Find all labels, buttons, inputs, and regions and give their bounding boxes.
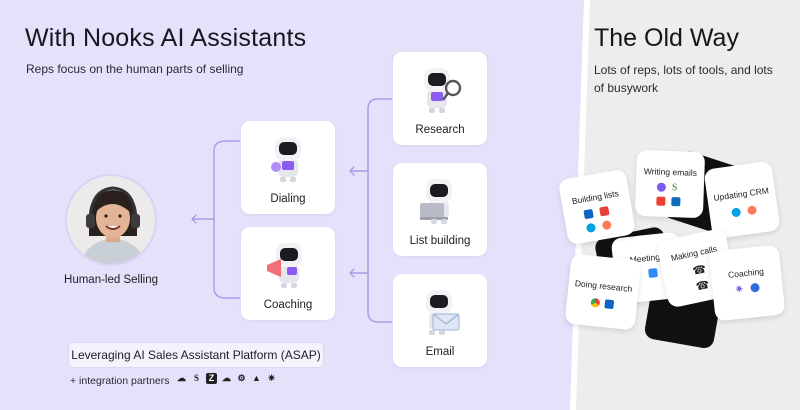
starburst-icon: ✷: [267, 373, 276, 383]
dialing-label: Dialing: [270, 193, 306, 205]
partner-icon-row: ☁ S Z ☁ ⚙ ▲ ✷: [176, 373, 277, 384]
coaching-card[interactable]: Coaching: [241, 227, 335, 320]
person-with-headset-icon: [67, 176, 155, 264]
globe-icon: [750, 282, 760, 293]
sales-rep-avatar: [65, 174, 157, 266]
coaching-tile-label: Coaching: [727, 266, 765, 280]
list-building-label: List building: [409, 235, 471, 247]
updating-crm-label: Updating CRM: [712, 185, 770, 203]
email-label: Email: [425, 346, 455, 358]
video-call-icon: [648, 268, 658, 278]
s-logo-icon: S: [193, 373, 199, 383]
doing-research-tile: Doing research: [564, 253, 642, 331]
list-building-card[interactable]: List building: [393, 163, 487, 256]
connector-lines: [191, 98, 392, 323]
updating-crm-tile: Updating CRM: [703, 160, 781, 240]
building-lists-tile: Building lists: [557, 168, 637, 246]
nooks-title: With Nooks AI Assistants: [25, 24, 307, 52]
phone-icon: ☎: [694, 278, 711, 294]
hubspot-icon: ⚙: [237, 373, 246, 383]
research-card[interactable]: Research: [393, 52, 487, 145]
robot-magnifier-icon: [424, 68, 462, 113]
robot-envelope-icon: [426, 290, 460, 335]
robot-dialing-icon: [271, 137, 301, 182]
coaching-label: Coaching: [263, 299, 313, 311]
research-label: Research: [415, 124, 465, 136]
phone-icon: ☎: [691, 263, 708, 278]
email-card[interactable]: Email: [393, 274, 487, 367]
gong-icon: ▲: [252, 373, 261, 383]
salesforce-icon: [731, 207, 742, 218]
doing-research-label: Doing research: [574, 278, 633, 295]
salesforce-icon: ☁: [222, 373, 231, 383]
hubspot-icon: [746, 205, 758, 216]
outlook-icon: [671, 197, 681, 207]
chrome-icon: [590, 297, 601, 308]
nooks-subtitle: Reps focus on the human parts of selling: [26, 62, 244, 76]
linkedin-icon: [583, 208, 594, 220]
coaching-tile: Coaching ✷: [708, 244, 786, 322]
zoominfo-icon: [599, 206, 610, 217]
old-way-subtitle: Lots of reps, lots of tools, and lots of…: [594, 63, 773, 95]
s-logo-icon: S: [671, 182, 678, 194]
robot-laptop-icon: [420, 179, 452, 224]
integration-partners-label: + integration partners: [70, 375, 170, 387]
human-led-selling-label: Human-led Selling: [64, 274, 158, 286]
outreach-icon: [656, 182, 667, 192]
starburst-icon: ✷: [734, 283, 745, 297]
old-way-title: The Old Way: [594, 24, 739, 52]
building-lists-label: Building lists: [571, 188, 620, 207]
z-logo-icon: Z: [206, 373, 217, 384]
writing-emails-label: Writing emails: [643, 166, 698, 178]
writing-emails-tile: Writing emails S: [634, 149, 706, 219]
cloud-icon: ☁: [177, 373, 186, 383]
robot-megaphone-icon: [267, 243, 302, 288]
asap-banner: Leveraging AI Sales Assistant Platform (…: [68, 342, 324, 368]
gmail-icon: [656, 196, 666, 206]
salesforce-icon: [585, 222, 597, 234]
dialing-card[interactable]: Dialing: [241, 121, 335, 214]
hubspot-icon: [601, 219, 613, 231]
linkedin-icon: [604, 299, 615, 310]
